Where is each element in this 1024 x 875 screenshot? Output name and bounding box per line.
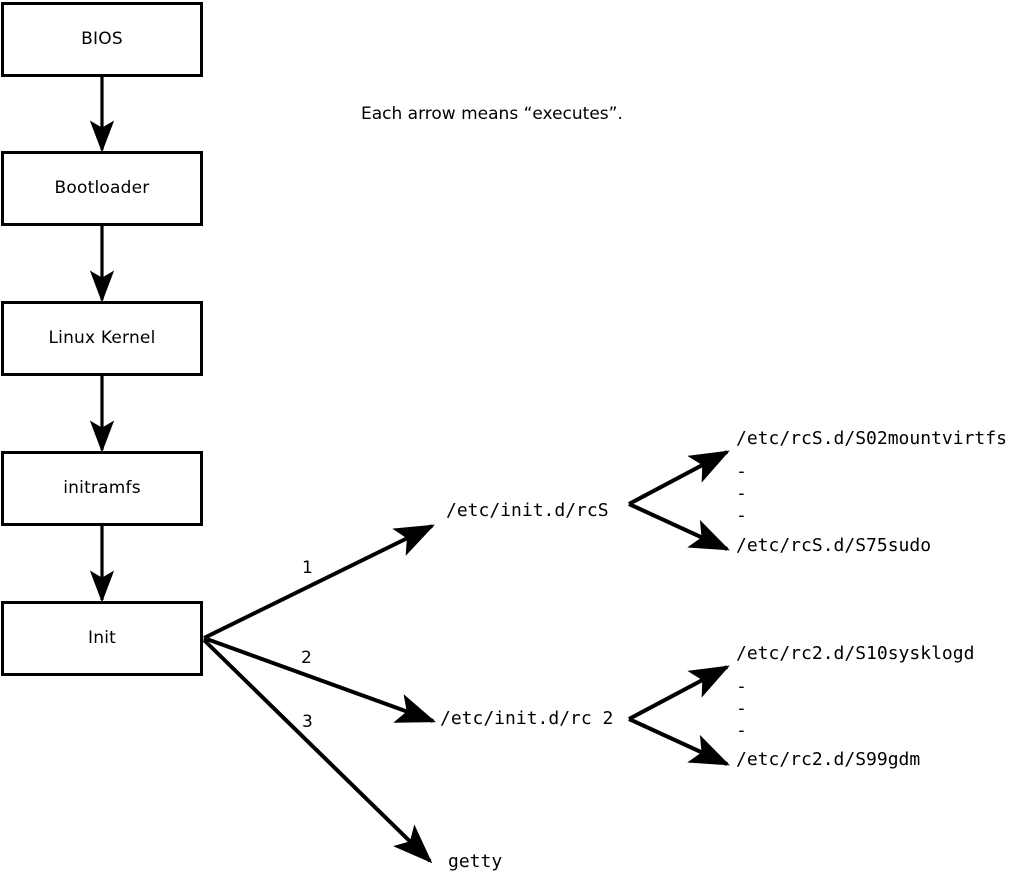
node-linux-kernel-label: Linux Kernel — [48, 328, 156, 348]
node-initramfs[interactable]: initramfs — [1, 451, 203, 526]
edge-rcs-to-first-script — [628, 450, 730, 506]
script-rcs-last[interactable]: /etc/rcS.d/S75sudo — [736, 535, 932, 556]
script-rc2-ellipsis-3: - — [736, 720, 747, 741]
node-bios[interactable]: BIOS — [1, 2, 203, 77]
edge-init-to-rc2 — [203, 636, 437, 723]
edge-label-1: 1 — [302, 558, 313, 578]
node-init[interactable]: Init — [1, 601, 203, 676]
script-rcs-ellipsis-3: - — [736, 505, 747, 526]
node-rc2-script[interactable]: /etc/init.d/rc 2 — [440, 708, 614, 729]
edge-init-to-rcs — [203, 524, 435, 640]
edge-rcs-to-last-script — [628, 502, 730, 551]
legend-note: Each arrow means “executes”. — [361, 104, 623, 124]
node-bootloader-label: Bootloader — [54, 178, 150, 198]
node-bootloader[interactable]: Bootloader — [1, 151, 203, 226]
script-rc2-ellipsis-2: - — [736, 698, 747, 719]
edge-init-to-getty — [202, 638, 433, 864]
node-linux-kernel[interactable]: Linux Kernel — [1, 301, 203, 376]
script-rc2-first[interactable]: /etc/rc2.d/S10sysklogd — [736, 643, 975, 664]
node-getty[interactable]: getty — [448, 851, 503, 872]
node-rcs-script[interactable]: /etc/init.d/rcS — [446, 500, 609, 521]
node-init-label: Init — [88, 628, 116, 648]
script-rcs-first[interactable]: /etc/rcS.d/S02mountvirtfs — [736, 428, 1007, 449]
node-initramfs-label: initramfs — [63, 478, 141, 498]
script-rc2-ellipsis-1: - — [736, 676, 747, 697]
edge-rc2-to-first-script — [628, 665, 730, 721]
node-bios-label: BIOS — [81, 29, 123, 49]
script-rc2-last[interactable]: /etc/rc2.d/S99gdm — [736, 749, 921, 770]
script-rcs-ellipsis-1: - — [736, 461, 747, 482]
edge-rc2-to-last-script — [628, 717, 730, 766]
edge-label-2: 2 — [301, 648, 312, 668]
script-rcs-ellipsis-2: - — [736, 483, 747, 504]
edge-label-3: 3 — [302, 712, 313, 732]
